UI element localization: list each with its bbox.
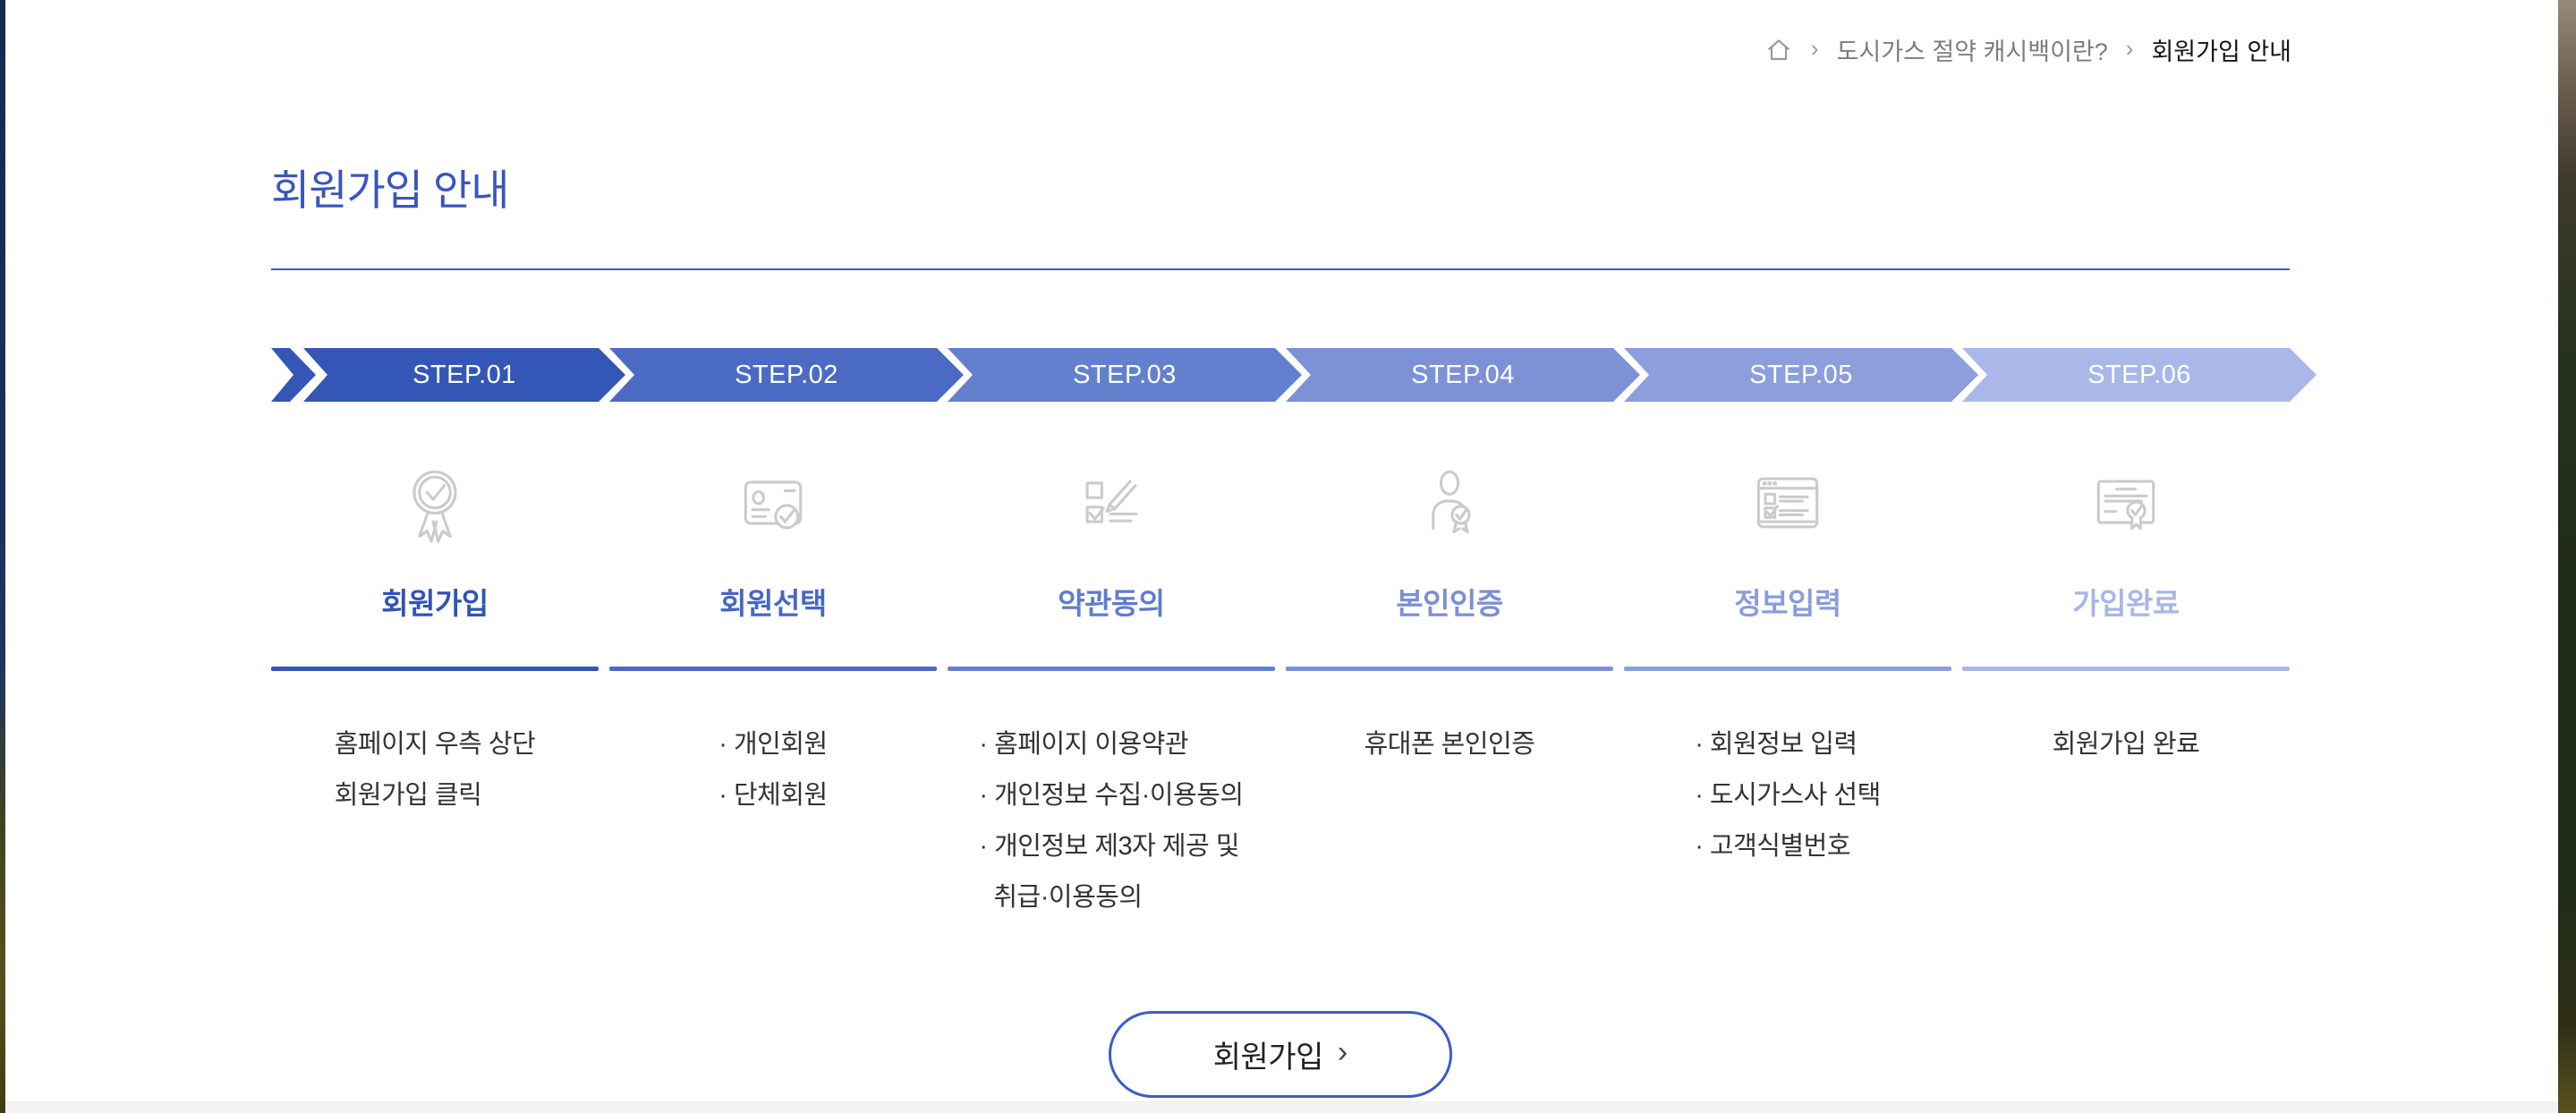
step-banner-2: STEP.02 [609, 348, 964, 402]
column-complete: 가입완료 회원가입 완료 [1962, 458, 2290, 923]
description-line: · 개인정보 수집·이용동의 [979, 781, 1244, 810]
description-line: 회원가입 완료 [2052, 730, 2200, 759]
terms-pen-icon [948, 458, 1275, 548]
title-divider [271, 268, 2290, 270]
step-banner-label: STEP.05 [1749, 360, 1853, 389]
step-label: 본인인증 [1396, 587, 1503, 620]
step-label: 약관동의 [1058, 587, 1165, 620]
chevron-right-icon: › [1337, 1035, 1348, 1069]
step-banner-6: STEP.06 [1962, 348, 2317, 402]
step-underline [948, 667, 1275, 671]
description-line: · 단체회원 [718, 781, 828, 810]
step-label: 가입완료 [2072, 587, 2180, 620]
description-line: · 회원정보 입력 [1695, 730, 1858, 759]
column-member-type: 회원선택 · 개인회원 · 단체회원 [609, 458, 937, 923]
step-banner-1: STEP.01 [303, 348, 625, 402]
breadcrumb-item-about[interactable]: 도시가스 절약 캐시백이란? [1836, 38, 2108, 65]
signup-button-label: 회원가입 [1212, 1041, 1324, 1075]
description-line: 홈페이지 우측 상단 [334, 730, 536, 759]
step-description: 휴대폰 본인인증 [1286, 719, 1613, 770]
person-badge-icon [1286, 458, 1613, 548]
description-line: · 고객식별번호 [1695, 832, 1851, 861]
step-label: 회원가입 [381, 587, 489, 620]
step-underline [1286, 667, 1613, 671]
breadcrumb: › 도시가스 절약 캐시백이란? › 회원가입 안내 [1764, 32, 2291, 67]
home-icon[interactable] [1764, 36, 1793, 64]
step-banner-label: STEP.03 [1073, 360, 1177, 389]
column-signup: 회원가입 홈페이지 우측 상단 회원가입 클릭 [271, 458, 599, 923]
step-description: 회원가입 완료 [1962, 719, 2290, 770]
step-description: · 개인회원 · 단체회원 [609, 719, 937, 821]
step-banner-5: STEP.05 [1624, 348, 1978, 402]
step-banner-4: STEP.04 [1286, 348, 1640, 402]
content-panel [5, 0, 2558, 1113]
certificate-check-icon [1962, 458, 2290, 548]
background-photo-left-strip [0, 0, 5, 1113]
step-banner-label: STEP.06 [2087, 360, 2191, 389]
breadcrumb-item-current: 회원가입 안내 [2151, 38, 2291, 65]
footer-band [5, 1101, 2558, 1113]
step-label: 정보입력 [1734, 587, 1841, 620]
form-window-icon [1624, 458, 1951, 548]
description-line: 회원가입 클릭 [334, 781, 482, 810]
id-card-check-icon [609, 458, 937, 548]
description-line: · 홈페이지 이용약관 [979, 730, 1189, 759]
step-lead-chevron-icon [271, 348, 316, 402]
step-banner-label: STEP.04 [1411, 360, 1515, 389]
column-info-entry: 정보입력 · 회원정보 입력 · 도시가스사 선택 · 고객식별번호 [1624, 458, 1951, 923]
breadcrumb-separator: › [1810, 34, 1819, 62]
column-terms: 약관동의 · 홈페이지 이용약관 · 개인정보 수집·이용동의 · 개인정보 제… [948, 458, 1275, 923]
step-banner-row: STEP.01 STEP.02 STEP.03 STEP.04 STEP.05 … [271, 348, 2317, 402]
description-line: 취급·이용동의 [993, 883, 1143, 912]
step-label: 회원선택 [719, 587, 827, 620]
description-line: · 개인정보 제3자 제공 및 [979, 832, 1240, 861]
step-banner-label: STEP.02 [735, 360, 838, 389]
step-underline [1624, 667, 1951, 671]
step-description: · 홈페이지 이용약관 · 개인정보 수집·이용동의 · 개인정보 제3자 제공… [948, 719, 1275, 923]
step-underline [271, 667, 599, 671]
breadcrumb-separator: › [2125, 34, 2134, 62]
step-description: 홈페이지 우측 상단 회원가입 클릭 [271, 719, 599, 821]
step-underline [1962, 667, 2290, 671]
description-line: 휴대폰 본인인증 [1364, 730, 1535, 759]
step-underline [609, 667, 937, 671]
description-line: · 개인회원 [718, 730, 828, 759]
award-check-icon [271, 458, 599, 548]
step-description: · 회원정보 입력 · 도시가스사 선택 · 고객식별번호 [1624, 719, 1951, 872]
step-banner-label: STEP.01 [412, 360, 516, 389]
step-columns: 회원가입 홈페이지 우측 상단 회원가입 클릭 [271, 458, 2290, 923]
description-line: · 도시가스사 선택 [1695, 781, 1881, 810]
page-title: 회원가입 안내 [271, 166, 509, 214]
signup-button[interactable]: 회원가입 › [1109, 1011, 1452, 1098]
step-banner-3: STEP.03 [948, 348, 1302, 402]
column-identity: 본인인증 휴대폰 본인인증 [1286, 458, 1613, 923]
background-photo-right-strip [2558, 0, 2576, 1113]
